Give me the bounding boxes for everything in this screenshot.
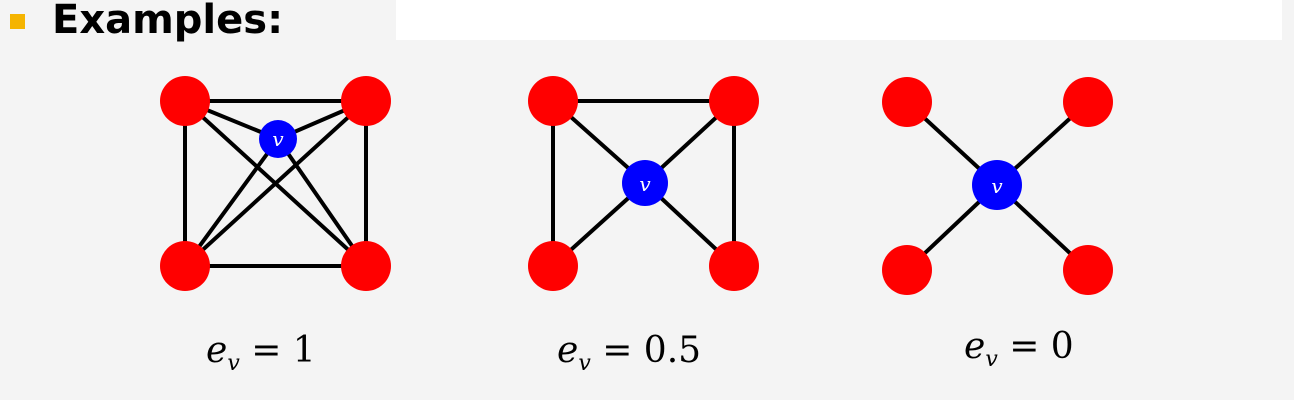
bullet-square-icon [10, 14, 25, 29]
center-node-label: v [639, 172, 651, 196]
caption-value: = 0.5 [602, 330, 702, 371]
outer-node [882, 77, 932, 127]
caption-subscript: v [985, 347, 998, 372]
caption-example-1: ev = 1 [206, 330, 316, 376]
edge [183, 99, 368, 268]
center-node-v [972, 160, 1022, 210]
outer-node [528, 241, 578, 291]
edge [183, 137, 280, 268]
outer-node [160, 76, 210, 126]
caption-value: = 1 [251, 330, 316, 371]
outer-node [341, 76, 391, 126]
outer-node [882, 245, 932, 295]
caption-subscript: v [578, 351, 591, 376]
center-node-v [622, 160, 668, 206]
caption-variable: e [206, 330, 228, 371]
outer-node [341, 241, 391, 291]
outer-node [709, 241, 759, 291]
caption-variable: e [557, 330, 579, 371]
center-node-v [259, 120, 297, 158]
outer-node [1063, 245, 1113, 295]
caption-example-3: ev = 0 [964, 326, 1074, 372]
center-node-label: v [991, 174, 1003, 198]
caption-example-2: ev = 0.5 [557, 330, 701, 376]
caption-subscript: v [227, 351, 240, 376]
header-background [396, 0, 1282, 40]
outer-node [528, 76, 578, 126]
outer-node [1063, 77, 1113, 127]
edge [276, 137, 368, 268]
caption-value: = 0 [1009, 326, 1074, 367]
page-heading: Examples: [52, 0, 284, 43]
caption-variable: e [964, 326, 986, 367]
center-node-label: v [272, 127, 284, 151]
outer-node [709, 76, 759, 126]
outer-node [160, 241, 210, 291]
